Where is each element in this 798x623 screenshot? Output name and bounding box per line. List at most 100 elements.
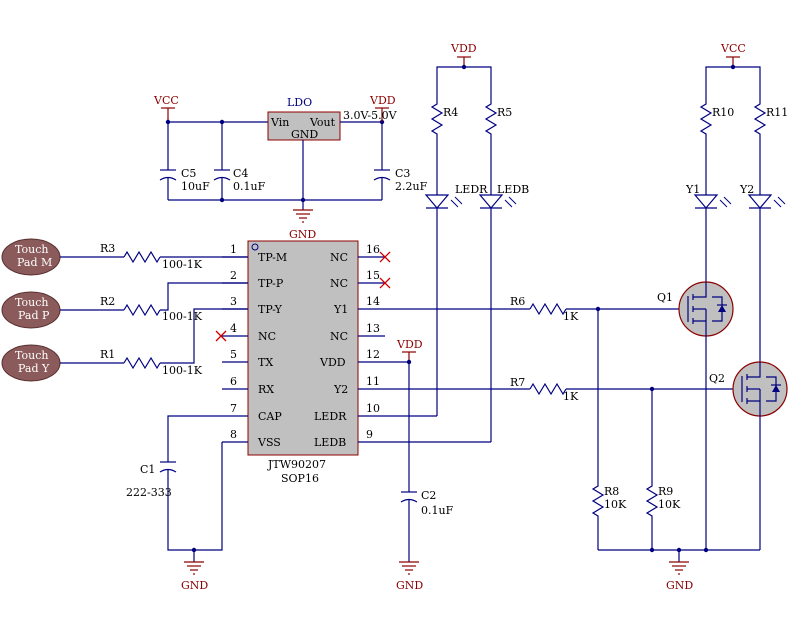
c5-value: 10uF (181, 180, 210, 193)
r6-ref: R6 (510, 295, 525, 308)
pad-y-line2: Pad Y (18, 362, 50, 375)
pin-16-num: 16 (366, 243, 380, 256)
q2-label: Q2 (709, 372, 725, 385)
c3-value: 2.2uF (395, 180, 428, 193)
pin-1-num: 1 (230, 243, 237, 256)
r4-ref: R4 (443, 106, 458, 119)
r6-value: 1K (563, 310, 579, 323)
pin-13-name: NC (330, 330, 348, 343)
c1-section: C1 222-333 GND (126, 415, 223, 592)
vdd-label-leds: VDD (450, 42, 477, 55)
pad-m-line2: Pad M (17, 256, 52, 269)
pin-4-name: NC (258, 330, 276, 343)
ldo-gnd-pin: GND (291, 128, 318, 141)
ic-part-number: JTW90207 (267, 458, 326, 471)
r10-ref: R10 (712, 106, 734, 119)
pin-14-name: Y1 (333, 303, 348, 316)
r9-value: 10K (658, 498, 681, 511)
ldo-vin-pin: Vin (270, 116, 289, 129)
pin-8-num: 8 (230, 428, 237, 441)
c1-value: 222-333 (126, 486, 172, 499)
ldo-vout-pin: Vout (309, 116, 336, 129)
pin-5-num: 5 (230, 348, 237, 361)
pin-12-name: VDD (319, 356, 346, 369)
c4-value: 0.1uF (233, 180, 266, 193)
c3-ref: C3 (395, 167, 410, 180)
pin-15-num: 15 (366, 269, 380, 282)
pin-4-num: 4 (230, 322, 237, 335)
c2-ref: C2 (421, 489, 436, 502)
pin-7-name: CAP (258, 410, 282, 423)
vdd-label-ldo: VDD (369, 94, 396, 107)
pin-7-num: 7 (230, 402, 237, 415)
y2-led-label: Y2 (739, 183, 754, 196)
pin-9-name: LEDB (314, 436, 346, 449)
pin-14-num: 14 (366, 295, 380, 308)
pin-12-num: 12 (366, 348, 380, 361)
ledr-label: LEDR (455, 183, 488, 196)
q1-label: Q1 (657, 291, 673, 304)
pin-15-name: NC (330, 277, 348, 290)
touch-pads: Touch Pad M Touch Pad P Touch Pad Y (1, 238, 61, 382)
r1-value: 100-1K (162, 364, 203, 377)
c4-ref: C4 (233, 167, 248, 180)
ledb-label: LEDB (497, 183, 529, 196)
q2-mosfet: Q2 (709, 361, 788, 417)
gnd-label-drivers: GND (666, 579, 693, 592)
pin-2-num: 2 (230, 269, 237, 282)
gnd-label-c2: GND (396, 579, 423, 592)
gnd-label-c1: GND (181, 579, 208, 592)
ldo-title: LDO (287, 96, 312, 109)
y1-led-label: Y1 (685, 183, 700, 196)
ic-jtw90207: 1 TP-M 2 TP-P 3 TP-Y 4 NC 5 TX 6 RX 7 CA… (215, 240, 391, 485)
input-resistors: R3 100-1K R2 100-1K R1 100-1K (60, 242, 248, 377)
vcc-label-drivers: VCC (720, 42, 746, 55)
pin-6-num: 6 (230, 375, 237, 388)
c5-ref: C5 (181, 167, 196, 180)
pin-10-name: LEDR (314, 410, 347, 423)
pin-2-name: TP-P (258, 277, 284, 290)
pin-6-name: RX (258, 383, 274, 396)
pin-11-num: 11 (366, 375, 380, 388)
pad-p-line2: Pad P (18, 309, 50, 322)
pin-10-num: 10 (366, 402, 380, 415)
pin-3-name: TP-Y (258, 303, 283, 316)
ic-package: SOP16 (281, 472, 319, 485)
pin-13-num: 13 (366, 322, 380, 335)
pin-5-name: TX (258, 356, 273, 369)
r8-value: 10K (604, 498, 627, 511)
r9-ref: R9 (658, 485, 673, 498)
vcc-label-ldo: VCC (153, 94, 179, 107)
y-driver-section: R6 1K R7 1K R8 10K R9 10K GND VCC (385, 42, 788, 592)
c2-value: 0.1uF (421, 504, 454, 517)
r2-ref: R2 (100, 295, 115, 308)
pin-1-name: TP-M (258, 251, 287, 264)
pin-16-name: NC (330, 251, 348, 264)
no-connect-marks (215, 251, 391, 342)
r11-ref: R11 (766, 106, 788, 119)
pad-m-line1: Touch (15, 243, 48, 256)
pad-y-line1: Touch (15, 349, 48, 362)
pad-p-line1: Touch (15, 296, 48, 309)
c1-ref: C1 (140, 463, 155, 476)
r7-ref: R7 (510, 376, 525, 389)
pin-9-num: 9 (366, 428, 373, 441)
c2-section: VDD C2 0.1uF GND (385, 338, 454, 592)
ldo-section: VCC LDO Vin Vout GND VDD 3.0V-5.0V C5 10… (153, 94, 428, 241)
r3-value: 100-1K (162, 258, 203, 271)
r2-value: 100-1K (162, 310, 203, 323)
gnd-label-ldo: GND (289, 228, 316, 241)
q1-mosfet: Q1 (657, 281, 734, 337)
ldo-chip (267, 111, 341, 141)
led-section: VDD R4 R5 LEDR LEDB (385, 42, 529, 443)
vdd-label-pin12: VDD (396, 338, 423, 351)
pin-3-num: 3 (230, 295, 237, 308)
pin-8-name: VSS (257, 436, 281, 449)
r1-ref: R1 (100, 348, 115, 361)
r8-ref: R8 (604, 485, 619, 498)
r3-ref: R3 (100, 242, 115, 255)
r5-ref: R5 (497, 106, 512, 119)
pin-11-name: Y2 (333, 383, 348, 396)
r7-value: 1K (563, 390, 579, 403)
